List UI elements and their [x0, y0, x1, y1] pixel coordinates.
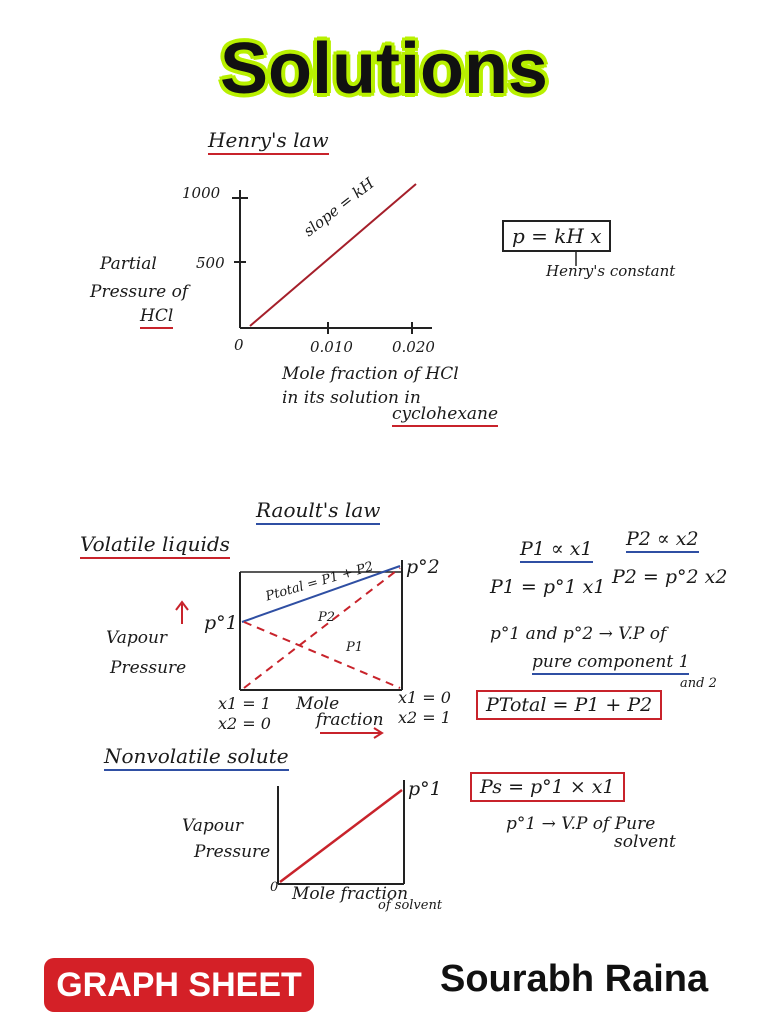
raoult-ylabel-1: Vapour [106, 628, 168, 648]
henry-xtick-0020: 0.020 [392, 338, 435, 356]
graph-sheet-badge: GRAPH SHEET [44, 958, 314, 1012]
raoult-axes [239, 560, 403, 691]
nonvolatile-xlabel-1: Mole fraction [292, 884, 409, 904]
henry-constant-label: Henry's constant [546, 262, 676, 280]
nonvolatile-note-1: p°1 → V.P of Pure [506, 814, 656, 834]
volatile-heading: Volatile liquids [80, 532, 230, 559]
raoult-eq1: P1 = p°1 x1 [490, 576, 606, 598]
raoult-xlabel-2: fraction [316, 710, 384, 730]
nonvolatile-axes [277, 780, 405, 885]
raoult-vp-note-1: p°1 and p°2 → V.P of [490, 624, 667, 644]
raoult-p1-label: p°1 [204, 612, 238, 634]
henry-ytick-500: 500 [196, 254, 225, 272]
nonvolatile-line [279, 789, 403, 883]
nonvolatile-origin: 0 [270, 880, 279, 895]
raoult-left-axis-2: x2 = 0 [218, 714, 271, 733]
raoult-total-formula-box: PTotal = P1 + P2 [476, 690, 663, 720]
henry-ytick-1000: 1000 [182, 184, 221, 202]
raoult-xlabel-1: Mole [296, 694, 340, 714]
nonvolatile-p1-label: p°1 [408, 778, 442, 800]
nonvolatile-xlabel-2: of solvent [378, 898, 443, 913]
nonvolatile-ylabel-2: Pressure [194, 842, 271, 862]
henry-xtick-0010: 0.010 [310, 338, 353, 356]
henry-xlabel-1: Mole fraction of HCl [282, 364, 459, 384]
raoult-line-p2-label: P2 [318, 610, 336, 625]
raoult-heading: Raoult's law [256, 498, 381, 525]
raoult-prop1: P1 ∝ x1 [520, 538, 593, 563]
henry-xlabel-2: in its solution in [282, 388, 421, 408]
page-title: Solutions [220, 29, 548, 109]
raoult-vp-note-3: and 2 [680, 676, 717, 691]
author-name: Sourabh Raina [440, 958, 709, 1000]
henry-origin: 0 [234, 336, 244, 354]
nonvolatile-ylabel-1: Vapour [182, 816, 244, 836]
henry-axes [232, 190, 432, 334]
raoult-right-axis-1: x1 = 0 [398, 688, 451, 707]
raoult-prop2: P2 ∝ x2 [626, 528, 699, 553]
raoult-vp-note-2: pure component 1 [532, 652, 690, 675]
raoult-eq2: P2 = p°2 x2 [612, 566, 728, 588]
raoult-line-p1-label: P1 [346, 640, 364, 655]
henry-ylabel-3: HCl [140, 306, 174, 329]
raoult-p2-line [243, 567, 401, 689]
raoult-p1-line [243, 621, 401, 689]
vapour-arrow-up [175, 600, 189, 624]
mole-fraction-arrow [320, 727, 384, 739]
raoult-p2-label: p°2 [406, 556, 440, 578]
nonvolatile-formula-box: Ps = p°1 × x1 [470, 772, 625, 802]
nonvolatile-heading: Nonvolatile solute [104, 744, 289, 771]
raoult-left-axis-1: x1 = 1 [218, 694, 271, 713]
henry-ylabel-2: Pressure of [90, 282, 189, 302]
henry-line [249, 183, 417, 327]
nonvolatile-note-2: solvent [614, 832, 676, 852]
raoult-right-axis-2: x2 = 1 [398, 708, 451, 727]
henry-formula-box: p = kH x [502, 220, 612, 252]
henry-xlabel-3: cyclohexane [392, 404, 499, 427]
henry-heading: Henry's law [208, 128, 329, 155]
henry-ylabel-1: Partial [100, 254, 157, 274]
raoult-total-line [241, 565, 401, 623]
raoult-ylabel-2: Pressure [110, 658, 187, 678]
